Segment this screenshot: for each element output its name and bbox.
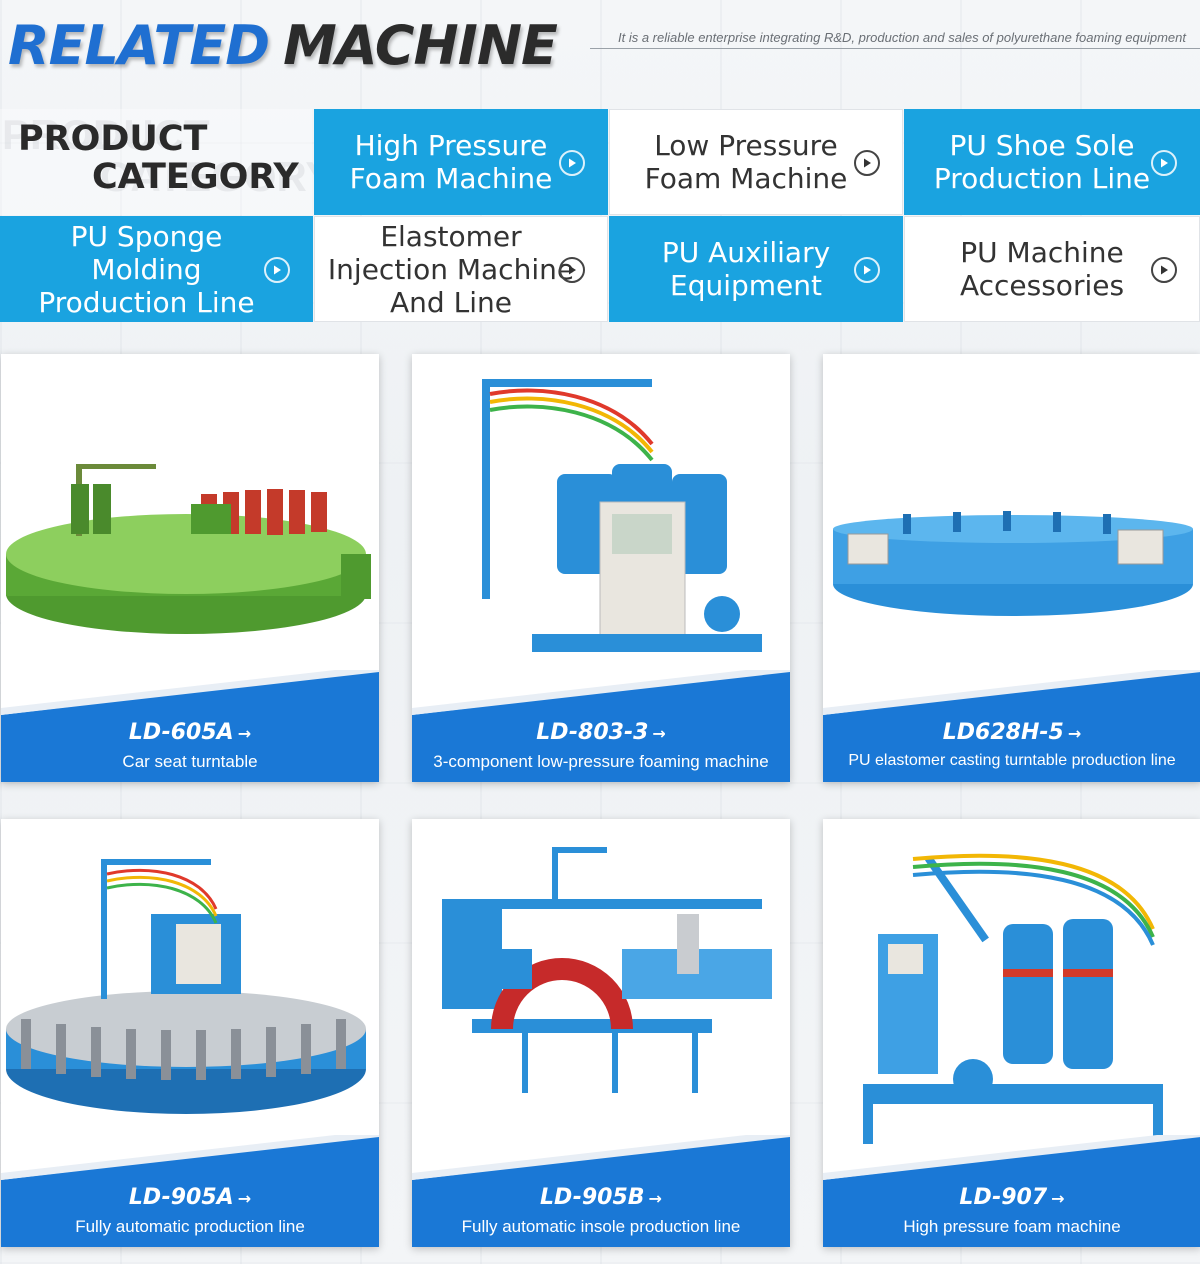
product-model: LD-905B→: [412, 1185, 790, 1210]
tagline-underline: [590, 48, 1200, 49]
arrow-right-icon: →: [1051, 1189, 1065, 1208]
product-image-elastomer-casting-turntable: [833, 511, 1193, 616]
product-description: 3-component low-pressure foaming machine: [433, 752, 769, 771]
heading-ghost-bottom: CATEGORY: [100, 153, 334, 200]
card-blue-band: [412, 670, 790, 782]
circle-play-icon: [264, 257, 290, 283]
title-part-machine: MACHINE: [283, 14, 558, 77]
title-part-related: RELATED: [8, 14, 270, 77]
card-blue-band: [823, 670, 1200, 782]
product-image-automatic-production-line: [6, 859, 366, 1114]
category-high-pressure-foam-machine[interactable]: High Pressure Foam Machine: [314, 109, 608, 215]
category-elastomer-injection-machine-and-line[interactable]: Elastomer Injection Machine And Line: [314, 216, 608, 322]
tagline-container: It is a reliable enterprise integrating …: [590, 26, 1200, 52]
arrow-right-icon: →: [237, 724, 252, 743]
circle-play-icon: [1151, 257, 1177, 283]
category-label: PU Auxiliary Equipment: [661, 236, 831, 302]
arrow-right-icon: →: [652, 724, 666, 743]
product-description: Fully automatic insole production line: [461, 1217, 741, 1236]
product-card-ld-907[interactable]: LD-907→ High pressure foam machine: [823, 819, 1200, 1247]
category-label: Low Pressure Foam Machine: [644, 129, 848, 195]
model-text: LD-803-3: [536, 720, 649, 745]
heading-category: CATEGORY: [92, 157, 299, 197]
circle-play-icon: [559, 150, 585, 176]
product-image-high-pressure-foam-machine: [863, 853, 1163, 1144]
category-label: PU Sponge Molding Production Line: [38, 219, 255, 319]
product-description: High pressure foam machine: [903, 1217, 1121, 1236]
circle-play-icon: [1151, 150, 1177, 176]
card-blue-band: [1, 670, 379, 782]
product-card-ld-905b[interactable]: LD-905B→ Fully automatic insole producti…: [412, 819, 790, 1247]
category-label: Elastomer Injection Machine And Line: [327, 219, 575, 319]
circle-play-icon: [559, 257, 585, 283]
model-text: LD-905B: [540, 1185, 645, 1210]
category-pu-shoe-sole-production-line[interactable]: PU Shoe Sole Production Line: [904, 109, 1200, 215]
model-text: LD-905A: [128, 1185, 234, 1210]
product-model: LD-907→: [823, 1185, 1200, 1210]
circle-play-icon: [854, 257, 880, 283]
card-blue-band: [412, 1135, 790, 1247]
product-card-ld-605a[interactable]: LD-605A→ Car seat turntable: [1, 354, 379, 782]
category-pu-sponge-molding-production-line[interactable]: PU Sponge Molding Production Line: [0, 216, 313, 322]
arrow-right-icon: →: [237, 1189, 252, 1208]
category-label: PU Machine Accessories: [959, 236, 1125, 302]
product-image-insole-production-line: [442, 847, 772, 1093]
model-text: LD-907: [959, 1185, 1048, 1210]
product-model: LD-605A→: [1, 720, 379, 745]
category-pu-auxiliary-equipment[interactable]: PU Auxiliary Equipment: [609, 216, 903, 322]
product-model: LD-803-3→: [412, 720, 790, 745]
product-card-ld-905a[interactable]: LD-905A→ Fully automatic production line: [1, 819, 379, 1247]
product-card-ld-803-3[interactable]: LD-803-3→ 3-component low-pressure foami…: [412, 354, 790, 782]
product-image-car-seat-turntable: [6, 464, 371, 634]
product-category-grid: PRODUCT CATEGORY PRODUCT CATEGORY High P…: [0, 109, 1200, 322]
product-description: Car seat turntable: [122, 752, 258, 771]
heading-product: PRODUCT: [18, 119, 208, 159]
model-text: LD-605A: [128, 720, 234, 745]
card-blue-band: [823, 1135, 1200, 1247]
product-image-low-pressure-foaming-machine: [482, 379, 762, 652]
category-pu-machine-accessories[interactable]: PU Machine Accessories: [904, 216, 1200, 322]
arrow-right-icon: →: [648, 1189, 662, 1208]
card-blue-band: [1, 1135, 379, 1247]
product-model: LD-905A→: [1, 1185, 379, 1210]
product-card-ld628h-5[interactable]: LD628H-5→ PU elastomer casting turntable…: [823, 354, 1200, 782]
category-label: High Pressure Foam Machine: [349, 129, 553, 195]
heading-ghost-top: PRODUCT: [2, 111, 210, 158]
product-description: PU elastomer casting turntable productio…: [848, 752, 1176, 769]
tagline-text: It is a reliable enterprise integrating …: [618, 30, 1187, 45]
product-description: Fully automatic production line: [75, 1217, 305, 1236]
arrow-right-icon: →: [1067, 724, 1082, 743]
circle-play-icon: [854, 150, 880, 176]
product-model: LD628H-5→: [823, 720, 1200, 745]
category-label: PU Shoe Sole Production Line: [933, 129, 1151, 195]
category-low-pressure-foam-machine[interactable]: Low Pressure Foam Machine: [609, 109, 903, 215]
category-heading: PRODUCT CATEGORY PRODUCT CATEGORY: [0, 109, 333, 215]
model-text: LD628H-5: [942, 720, 1064, 745]
